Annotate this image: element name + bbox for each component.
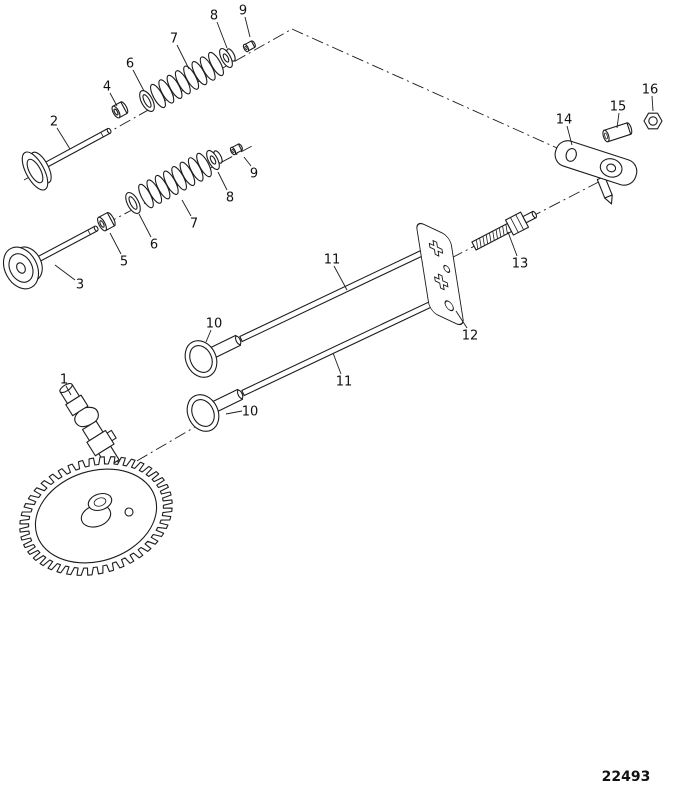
- part-label-2: 2: [50, 115, 58, 130]
- valve-lifter-10-lower: [186, 388, 244, 432]
- part-label-12: 12: [462, 329, 479, 344]
- part-label-10-lower: 10: [242, 405, 259, 420]
- leader-line-16: [651, 95, 654, 112]
- leader-line-6-lower: [138, 213, 152, 238]
- part-label-6-lower: 6: [150, 238, 158, 253]
- part-label-1: 1: [60, 373, 68, 388]
- valve-2: [21, 127, 112, 191]
- camshaft-gear: [19, 456, 173, 576]
- rocker-bracket-14: [554, 140, 638, 205]
- part-label-7-lower: 7: [190, 217, 198, 232]
- seal-ring-6-upper: [139, 90, 155, 112]
- spring-retainer-8-upper: [219, 47, 236, 69]
- valve-keeper-9-lower: [229, 143, 243, 156]
- part-label-15: 15: [610, 100, 627, 115]
- pivot-pin-15: [602, 122, 633, 143]
- leader-line-14: [566, 125, 573, 146]
- part-label-3: 3: [76, 278, 84, 293]
- leader-line-9-lower: [243, 156, 252, 167]
- spring-seat-4: [111, 101, 129, 119]
- leader-line-8-lower: [217, 171, 228, 191]
- mounting-plate-12: [416, 222, 464, 326]
- leader-line-2: [56, 127, 71, 150]
- leader-line-6-upper: [132, 69, 145, 92]
- part-label-6-upper: 6: [126, 57, 134, 72]
- valve-spring-7-lower: [138, 152, 212, 209]
- part-label-5: 5: [120, 255, 128, 270]
- leader-line-9-upper: [244, 16, 251, 38]
- valve-keeper-9-upper: [242, 40, 256, 53]
- leader-line-11-upper: [333, 265, 348, 291]
- leader-line-7-lower: [181, 199, 192, 217]
- valve-3: [2, 225, 99, 290]
- leader-line-7-upper: [176, 44, 190, 70]
- leader-line-4: [109, 92, 118, 107]
- part-label-9-upper: 9: [239, 4, 247, 19]
- leader-line-3: [54, 264, 76, 281]
- part-label-16: 16: [642, 83, 659, 98]
- leader-line-1: [65, 385, 72, 396]
- leader-line-8-upper: [216, 21, 228, 49]
- leader-line-10-upper: [205, 329, 212, 343]
- leader-line-15: [616, 112, 620, 129]
- part-label-8-lower: 8: [226, 191, 234, 206]
- part-label-13: 13: [512, 257, 529, 272]
- leader-line-12: [455, 310, 468, 329]
- valve-spring-7-upper: [150, 51, 224, 109]
- part-label-11-lower: 11: [336, 375, 353, 390]
- adjusting-stud-13: [471, 210, 538, 251]
- leader-line-11-lower: [332, 352, 342, 375]
- part-label-11-upper: 11: [324, 253, 341, 268]
- part-label-4: 4: [103, 80, 111, 95]
- nut-16: [643, 112, 663, 130]
- seal-ring-6-lower: [125, 191, 141, 215]
- valve-lifter-10-upper: [184, 334, 242, 378]
- leader-line-10-lower: [225, 410, 243, 415]
- leader-line-13: [507, 231, 518, 257]
- part-label-10-upper: 10: [206, 317, 223, 332]
- spring-retainer-8-lower: [206, 149, 223, 171]
- part-label-14: 14: [556, 113, 573, 128]
- thread-ticks: [476, 224, 508, 250]
- spring-seat-5: [97, 212, 116, 232]
- centerlines: [7, 28, 619, 473]
- leader-line-5: [109, 232, 122, 255]
- part-label-8-upper: 8: [210, 9, 218, 24]
- part-label-9-lower: 9: [250, 167, 258, 182]
- drawing-number: 22493: [602, 769, 651, 785]
- part-label-7-upper: 7: [170, 32, 178, 47]
